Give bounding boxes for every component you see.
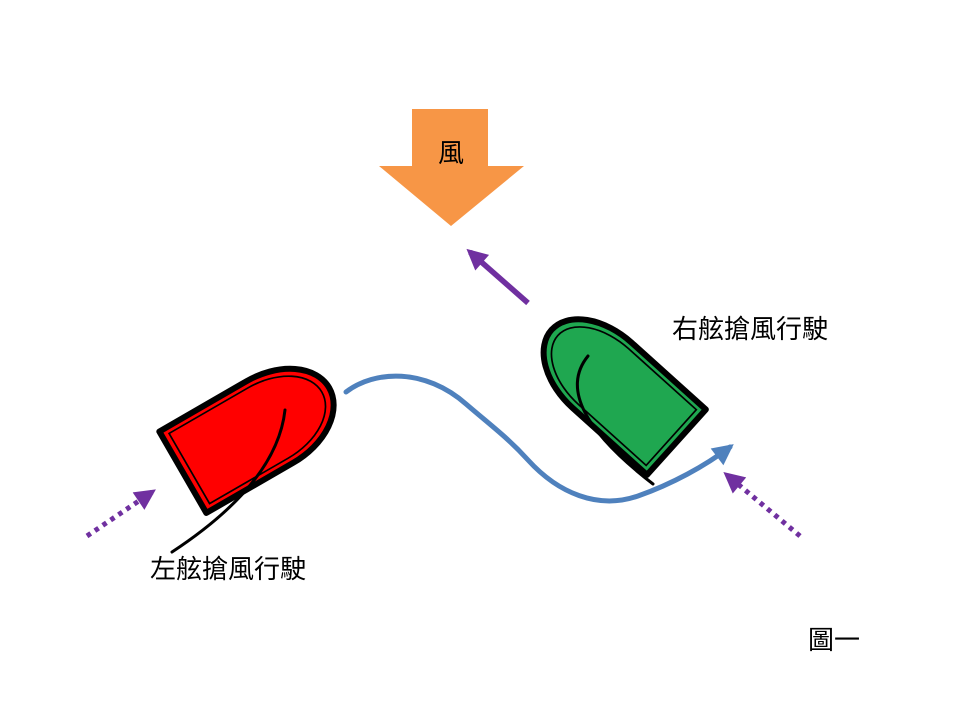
starboard-boat-course-dotted-arrow bbox=[723, 471, 802, 538]
starboard-boat-sail-line bbox=[575, 354, 655, 486]
windward-course-arrow bbox=[466, 248, 530, 306]
starboard-boat-inner-outline bbox=[550, 326, 698, 467]
port-tack-boat bbox=[156, 365, 337, 516]
port-boat-sail-line bbox=[170, 408, 287, 554]
tacking-path-arrow bbox=[343, 373, 734, 504]
port-tack-label: 左舷搶風行駛 bbox=[150, 555, 306, 584]
starboard-boat-hull bbox=[540, 316, 709, 478]
port-boat-course-dotted-arrow bbox=[85, 489, 156, 539]
starboard-tack-boat bbox=[540, 316, 709, 478]
figure-caption: 圖一 bbox=[808, 626, 860, 655]
port-boat-hull bbox=[156, 365, 337, 516]
wind-arrow-icon bbox=[379, 109, 524, 226]
wind-label: 風 bbox=[438, 139, 464, 168]
starboard-tack-label: 右舷搶風行駛 bbox=[672, 315, 828, 344]
port-boat-inner-outline bbox=[167, 375, 327, 505]
